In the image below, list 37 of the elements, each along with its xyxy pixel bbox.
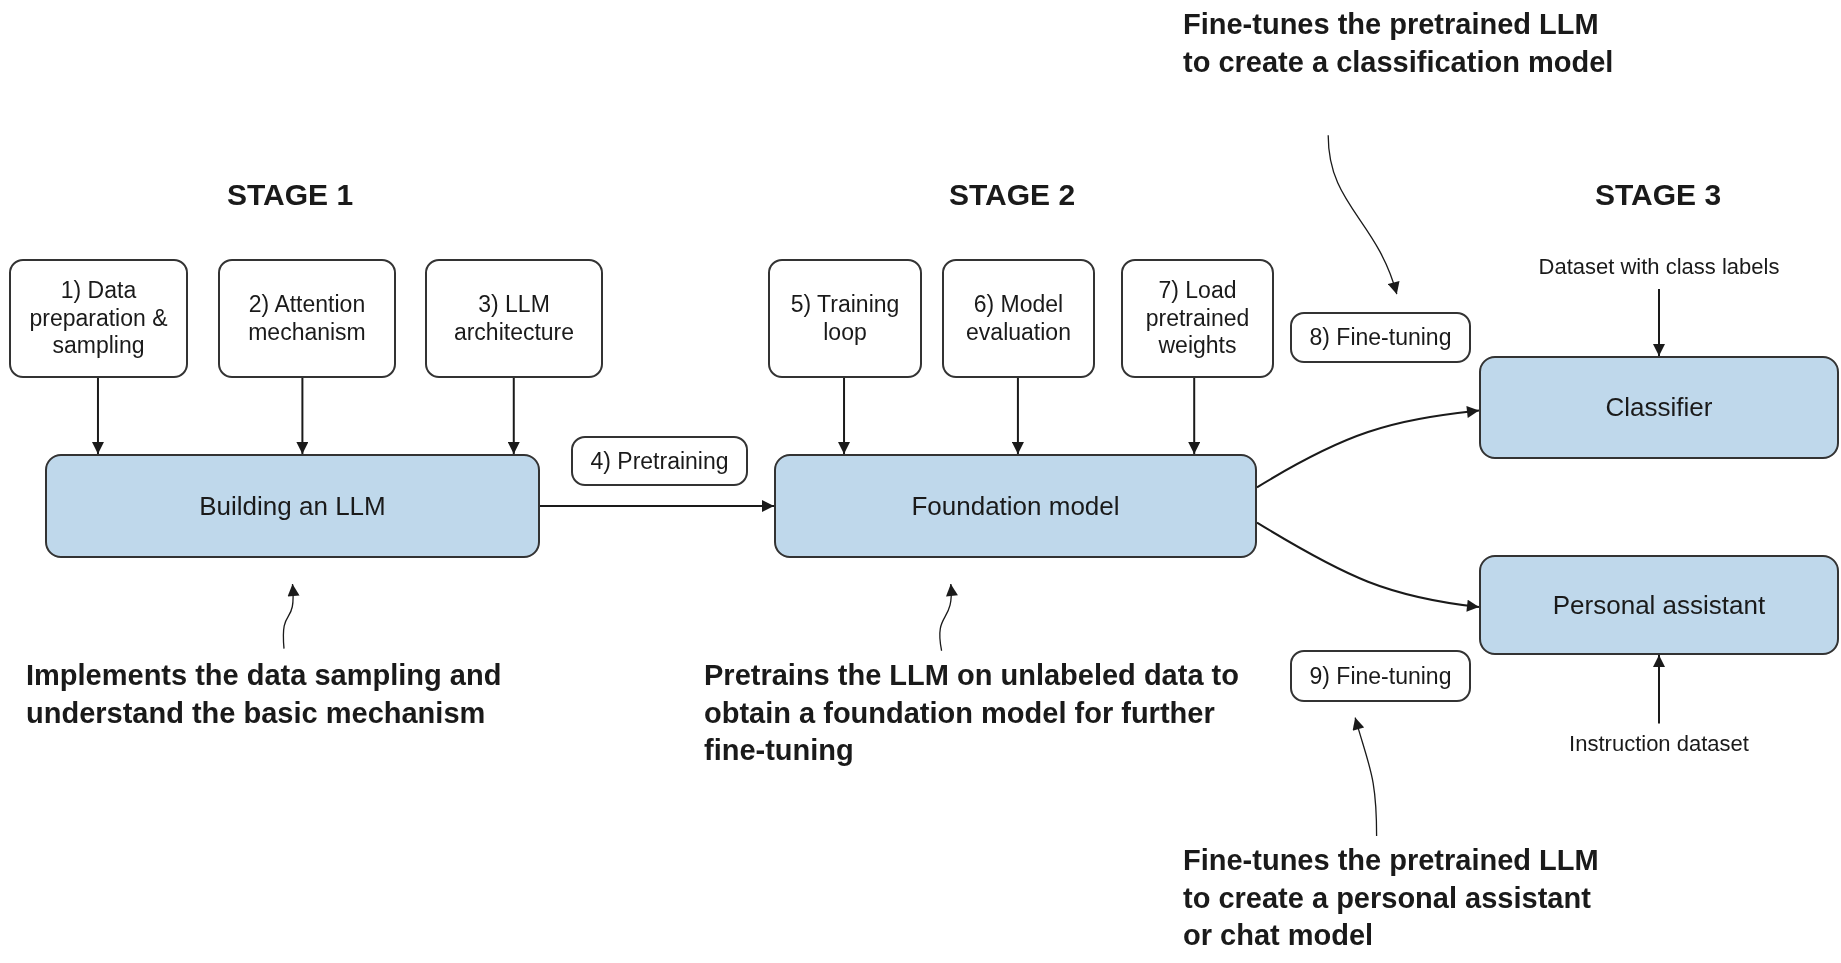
step-pill: 8) Fine-tuning bbox=[1290, 312, 1471, 363]
leader-line bbox=[1327, 134, 1399, 295]
arrow bbox=[1188, 377, 1201, 455]
step-pill: 9) Fine-tuning bbox=[1290, 650, 1471, 702]
arrow bbox=[91, 377, 104, 455]
arrow bbox=[1011, 377, 1024, 455]
arrow bbox=[296, 377, 309, 455]
step-box: 6) Model evaluation bbox=[942, 259, 1095, 378]
annotation-text: Fine-tunes the pretrained LLM to create a classification model bbox=[1183, 6, 1623, 129]
stage-box: Building an LLM bbox=[45, 454, 540, 558]
arrow bbox=[1653, 654, 1665, 725]
stage-box: Personal assistant bbox=[1479, 555, 1839, 655]
step-box: 7) Load pretrained weights bbox=[1121, 259, 1274, 378]
stage-box: Classifier bbox=[1479, 356, 1839, 459]
stage-heading: STAGE 2 bbox=[948, 178, 1076, 212]
step-box: 2) Attention mechanism bbox=[218, 259, 396, 378]
step-box: 3) LLM architecture bbox=[425, 259, 603, 378]
step-box: 5) Training loop bbox=[768, 259, 922, 378]
annotation-text: Implements the data sampling and understand the basic mechanism bbox=[26, 657, 626, 741]
input-text: Instruction dataset bbox=[1535, 727, 1783, 761]
arrow bbox=[838, 377, 851, 455]
leader-line bbox=[282, 583, 300, 650]
stage-heading: STAGE 3 bbox=[1594, 178, 1722, 212]
stage-heading: STAGE 1 bbox=[226, 178, 354, 212]
arrow bbox=[507, 377, 520, 455]
arrow bbox=[1256, 406, 1480, 489]
input-text: Dataset with class labels bbox=[1500, 250, 1818, 284]
step-pill: 4) Pretraining bbox=[571, 436, 748, 486]
stage-box: Foundation model bbox=[774, 454, 1257, 558]
arrow bbox=[1256, 521, 1480, 612]
step-box: 1) Data preparation & sampling bbox=[9, 259, 188, 378]
arrow bbox=[539, 500, 775, 512]
annotation-text: Fine-tunes the pretrained LLM to create a personal assistant or chat model bbox=[1183, 842, 1623, 963]
leader-line bbox=[939, 583, 958, 652]
arrow bbox=[1653, 288, 1665, 357]
annotation-text: Pretrains the LLM on unlabeled data to obtain a foundation model for further fine-tuning bbox=[704, 657, 1244, 782]
leader-line bbox=[1352, 716, 1378, 837]
